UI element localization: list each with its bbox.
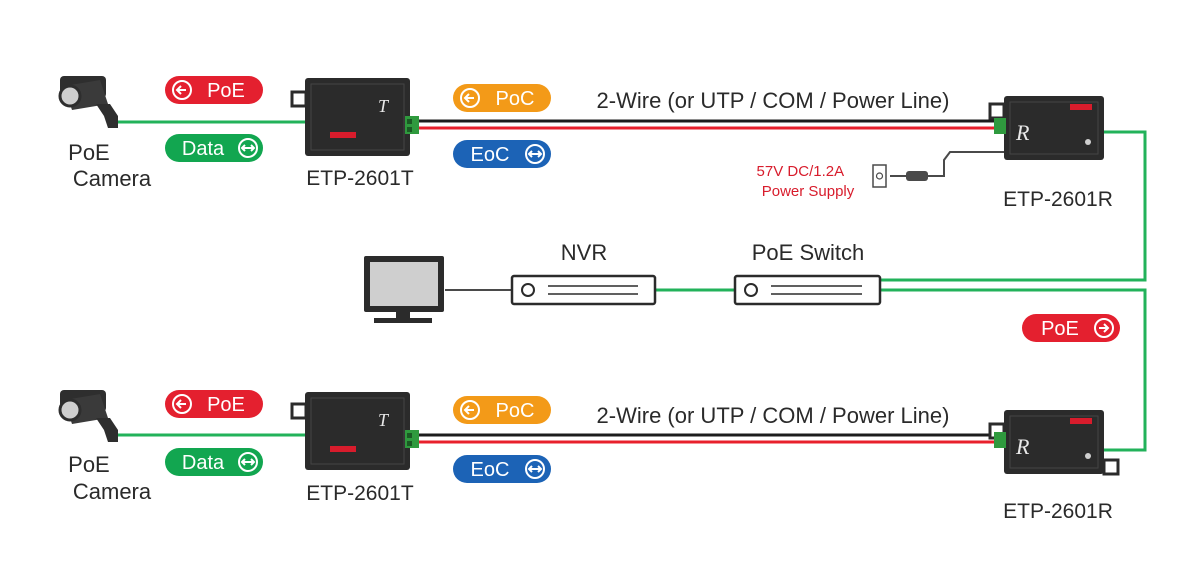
power-plug bbox=[906, 171, 928, 181]
transmitter-label: ETP-2601T bbox=[306, 167, 414, 190]
poe-badge: PoE bbox=[165, 76, 263, 104]
svg-text:Data: Data bbox=[182, 138, 225, 160]
svg-text:T: T bbox=[378, 96, 390, 116]
nvr-device bbox=[510, 274, 657, 306]
eoc-badge: EoC bbox=[453, 140, 551, 168]
svg-text:EoC: EoC bbox=[471, 459, 510, 481]
data-badge: Data bbox=[165, 134, 263, 162]
svg-text:Data: Data bbox=[182, 452, 225, 474]
switch-receiver-link-2 bbox=[880, 288, 1147, 452]
receiver-device: R bbox=[988, 410, 1120, 476]
svg-text:PoE: PoE bbox=[1041, 318, 1079, 340]
poc-badge: PoC bbox=[453, 396, 551, 424]
wall-outlet bbox=[872, 164, 887, 188]
power-supply-label: 57V DC/1.2A Power Supply bbox=[757, 163, 855, 200]
nvr-label: NVR bbox=[561, 240, 607, 265]
svg-text:PoE: PoE bbox=[207, 394, 245, 416]
poc-badge: PoC bbox=[453, 84, 551, 112]
switch-label: PoE Switch bbox=[752, 240, 865, 265]
eoc-badge: EoC bbox=[453, 455, 551, 483]
monitor-icon bbox=[364, 256, 444, 323]
svg-text:PoC: PoC bbox=[496, 88, 535, 110]
camera-label: PoE Camera bbox=[68, 452, 152, 504]
switch-poe-badge: PoE bbox=[1022, 314, 1120, 342]
camera-icon bbox=[58, 76, 118, 128]
svg-text:R: R bbox=[1015, 434, 1030, 459]
receiver-label: ETP-2601R bbox=[1003, 500, 1113, 523]
row-1: PoE Camera PoE Data T ETP-260 bbox=[58, 76, 1113, 211]
camera-icon bbox=[58, 390, 118, 442]
svg-text:PoE: PoE bbox=[207, 80, 245, 102]
transmitter-device: T bbox=[290, 392, 419, 470]
svg-text:T: T bbox=[378, 410, 390, 430]
wire-label: 2-Wire (or UTP / COM / Power Line) bbox=[597, 88, 950, 113]
connections bbox=[118, 119, 1147, 452]
receiver-switch-link-1 bbox=[880, 130, 1147, 282]
receiver-label: ETP-2601R bbox=[1003, 188, 1113, 211]
poe-badge: PoE bbox=[165, 390, 263, 418]
row-2: PoE Camera PoE Data T ETP-2601T bbox=[58, 390, 1120, 523]
svg-text:R: R bbox=[1015, 120, 1030, 145]
wire-label: 2-Wire (or UTP / COM / Power Line) bbox=[597, 403, 950, 428]
camera-label: PoE Camera bbox=[68, 140, 152, 191]
transmitter-device: T bbox=[290, 78, 419, 156]
outlet-hole bbox=[875, 172, 884, 180]
svg-text:PoC: PoC bbox=[496, 400, 535, 422]
poe-switch-device bbox=[733, 274, 882, 306]
middle-row: NVR PoE Switch PoE bbox=[364, 240, 1120, 342]
svg-text:EoC: EoC bbox=[471, 144, 510, 166]
transmitter-label: ETP-2601T bbox=[306, 482, 414, 505]
receiver-device: R bbox=[988, 96, 1104, 160]
data-badge: Data bbox=[165, 448, 263, 476]
